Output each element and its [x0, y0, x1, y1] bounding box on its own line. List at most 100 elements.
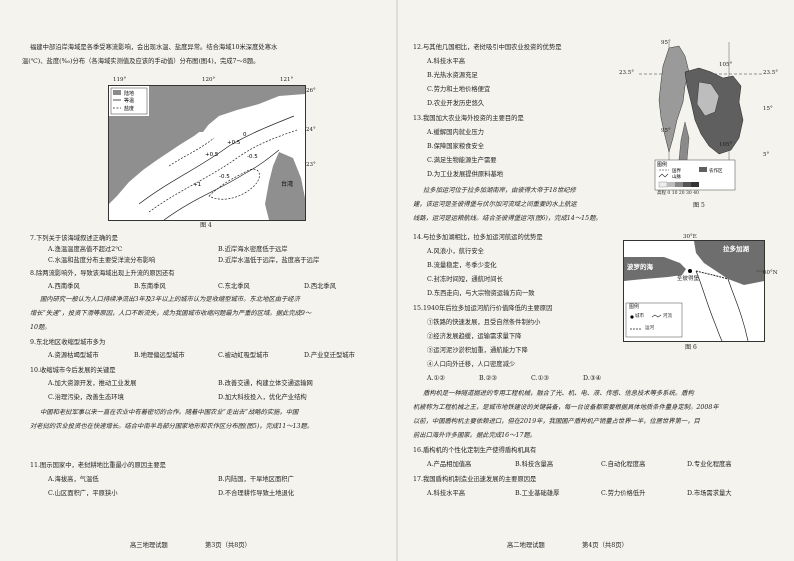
fig5-legend-farm: 农作区: [709, 167, 723, 174]
q17-option-c[interactable]: C.劳力价格低升: [601, 490, 646, 497]
fig6-lat-60: 60°N: [763, 270, 778, 276]
para2-line-2: 增长“失速”，投资下滑等原因，人口不断流失，成为我国城市收缩问题最为严重的区域。…: [30, 310, 312, 317]
q11-option-c[interactable]: C.山区面积广，平原狭小: [48, 490, 118, 497]
fig5-lat-left: 23.5°: [619, 70, 634, 76]
para5-line-3: 以前，中国盾构机主要依赖进口，但在2019年，我国国产盾构机产销量占世界一半，位…: [413, 418, 700, 425]
q10-option-c[interactable]: C.治理污染，改善生态环境: [48, 394, 124, 401]
q16-option-a[interactable]: A.产品相加值高: [427, 461, 472, 468]
q16-option-c[interactable]: C.自动化程度高: [601, 461, 646, 468]
q15-stem: 15.1940年后拉多加运河航行价值降低的主要原因: [413, 305, 553, 312]
iso-label-3: -0.5: [219, 174, 230, 180]
q11-option-a[interactable]: A.海拔高，气温低: [48, 476, 99, 483]
q14-option-c[interactable]: C.封冻时间短，通航时间长: [427, 276, 503, 283]
fig4-lat-26: 26°: [306, 88, 316, 94]
q15-option-b[interactable]: B.②③: [479, 375, 497, 382]
q14-option-a[interactable]: A.风浪小，航行安全: [427, 248, 484, 255]
iso-label-4: +1: [193, 182, 201, 188]
city-marker: [688, 269, 692, 273]
q7-option-d[interactable]: D.近岸水温低于远岸，盐度高于远岸: [218, 257, 320, 264]
q10-option-a[interactable]: A.加大资源开发，推动工业发展: [48, 380, 137, 387]
para4-line-2: 建，该运河是圣彼得堡与伏尔加河流域之间重要的水上航运: [413, 201, 577, 208]
para4-line-3: 线路，运河是运粮航线。结合圣彼得堡运河(图6)，完成14～15题。: [413, 215, 602, 222]
figure-4-svg: 陆地 等温 盐度 +0.5 0 -0.5 +1 -0.5 +0.5 台湾: [109, 86, 305, 220]
iso-label-1: +0.5: [227, 140, 241, 146]
taiwan-shape: [265, 152, 305, 220]
q9-option-b[interactable]: B.地理偏远型城市: [134, 352, 185, 359]
intro-line-1: 福建中部沿岸海域是各季受寒流影响，会出现水温、盐度异常。结合海域10米深度处寒水: [30, 44, 278, 51]
q14-option-d[interactable]: D.东西走向，与大宗物资运输方向一致: [427, 290, 535, 297]
taiwan-label: 台湾: [281, 180, 293, 188]
q16-option-b[interactable]: B.科技含量高: [515, 461, 554, 468]
fig5-caption: 图 5: [693, 202, 705, 209]
q8-stem: 8.除两流影响外，导致该海域出现上升流的原因还有: [30, 270, 175, 277]
fig4-lon-121: 121°: [280, 77, 294, 83]
q15-option-d[interactable]: D.③④: [583, 375, 602, 382]
para5-line-4: 前出口海外许多国家。据此完成16～17题。: [413, 432, 537, 439]
legend-land-swatch: [113, 90, 121, 95]
q15-option-c[interactable]: C.①③: [531, 375, 549, 382]
fig5-legend-scale: 高程 0 10 20 30 40: [657, 191, 699, 196]
q17-option-b[interactable]: B.工业基础雄厚: [515, 490, 560, 497]
q13-option-d[interactable]: D.为工业发展提供原料基地: [427, 171, 504, 178]
iso-label-5: -0.5: [247, 154, 258, 160]
fig6-ladoga-label: 拉多加湖: [723, 245, 749, 253]
q7-option-b[interactable]: B.近岸海水密度低于远岸: [218, 246, 288, 253]
q10-option-b[interactable]: B.改善交通，构建立体交通运输网: [218, 380, 313, 387]
q11-option-d[interactable]: D.不合理耕作导致土地退化: [218, 490, 295, 497]
fig6-legend-city: 城市: [635, 314, 644, 319]
right-footer-page: 第4页（共8页）: [582, 542, 628, 549]
figure-6-svg: [624, 241, 764, 341]
fig4-caption: 图 4: [200, 222, 212, 229]
q14-option-b[interactable]: B.流量稳定，冬季少变化: [427, 262, 497, 269]
q12-option-c[interactable]: C.劳力和土地价格便宜: [427, 86, 491, 93]
figure-5-svg: 图例 国界 山脉 农作区: [639, 42, 763, 191]
fig4-lon-119: 119°: [113, 77, 127, 83]
q16-option-d[interactable]: D.专业化程度高: [687, 461, 732, 468]
q9-option-c[interactable]: C.被动虹吸型城市: [218, 352, 269, 359]
q12-option-a[interactable]: A.科技水平高: [427, 58, 466, 65]
para3-line-1: 中国和老挝军事以来一直在农业中有着密切的合作。随着中国农业“走出去”战略的实施，…: [40, 409, 299, 416]
figure-6-map: [623, 240, 765, 342]
q11-option-b[interactable]: B.内陆国，干旱地区面积广: [218, 476, 294, 483]
q8-option-c[interactable]: C.东北季风: [218, 283, 250, 290]
para5-line-1: 盾构机是一种隧道掘进的专用工程机械，融合了光、机、电、液、传感、信息技术等多系统…: [423, 390, 694, 397]
q13-option-b[interactable]: B.保障国家粮食安全: [427, 143, 485, 150]
q10-option-d[interactable]: D.加大科技投入，优化产业结构: [218, 394, 307, 401]
fig6-lon-30: 30°E: [683, 234, 697, 240]
q13-option-c[interactable]: C.满足生物能源生产需要: [427, 157, 497, 164]
para2-line-1: 国内研究一般认为人口持续净流出3年及3年以上的城市认为是收缩型城市。东北地区由于…: [40, 296, 300, 303]
figure-4-map: 陆地 等温 盐度 +0.5 0 -0.5 +1 -0.5 +0.5 台湾: [108, 85, 306, 221]
fig5-legend-mountain: 山脉: [672, 173, 681, 180]
q8-option-b[interactable]: B.东南季风: [134, 283, 166, 290]
fig4-lon-120: 120°: [202, 77, 216, 83]
fig5-lat-right: 23.5°: [763, 70, 778, 76]
q9-option-d[interactable]: D.产业变迁型城市: [304, 352, 355, 359]
fig5-legend-border: 国界: [672, 168, 681, 174]
q8-option-a[interactable]: A.西南季风: [48, 283, 80, 290]
fig6-city-label: 圣彼得堡: [677, 276, 700, 282]
q12-option-b[interactable]: B.光热水资源充足: [427, 72, 478, 79]
q12-option-d[interactable]: D.农业开发历史悠久: [427, 100, 485, 107]
legend-isotherm: 等温: [124, 97, 134, 104]
fig5-lat-15: 15°: [763, 106, 773, 112]
q15-option-a[interactable]: A.①②: [427, 375, 445, 382]
q12-stem: 12.与其他几国相比，老挝吸引中国农业投资的优势是: [413, 44, 562, 51]
q7-option-c[interactable]: C.水温和盐度分布主要受洋流分布影响: [48, 257, 156, 264]
para2-line-3: 10题。: [30, 324, 51, 331]
left-footer-page: 第3页（共8页）: [205, 542, 251, 549]
q9-option-a[interactable]: A.资源枯竭型城市: [48, 352, 99, 359]
q7-stem: 7.下列关于该海域叙述正确的是: [30, 235, 118, 242]
q13-option-a[interactable]: A.缓解国内就业压力: [427, 129, 484, 136]
q17-option-a[interactable]: A.科技水平高: [427, 490, 466, 497]
q17-option-d[interactable]: D.市场需求量大: [687, 490, 732, 497]
legend-salinity: 盐度: [124, 105, 134, 112]
q8-option-d[interactable]: D.西北季风: [304, 283, 337, 290]
q7-option-a[interactable]: A.渔温温度高值不超过2℃: [48, 246, 123, 253]
legend-land: 陆地: [124, 90, 134, 97]
page-fold: [396, 0, 398, 561]
figure-5-map: 图例 国界 山脉 农作区: [639, 42, 763, 192]
q15-item-4: ④人口向外迁移，人口密度减少: [427, 361, 516, 368]
iso-label-6: +0.5: [205, 152, 219, 158]
fig6-legend-canal: 运河: [645, 326, 654, 331]
q14-stem: 14.与拉多加湖相比，拉多加运河航运的优势是: [413, 234, 543, 241]
